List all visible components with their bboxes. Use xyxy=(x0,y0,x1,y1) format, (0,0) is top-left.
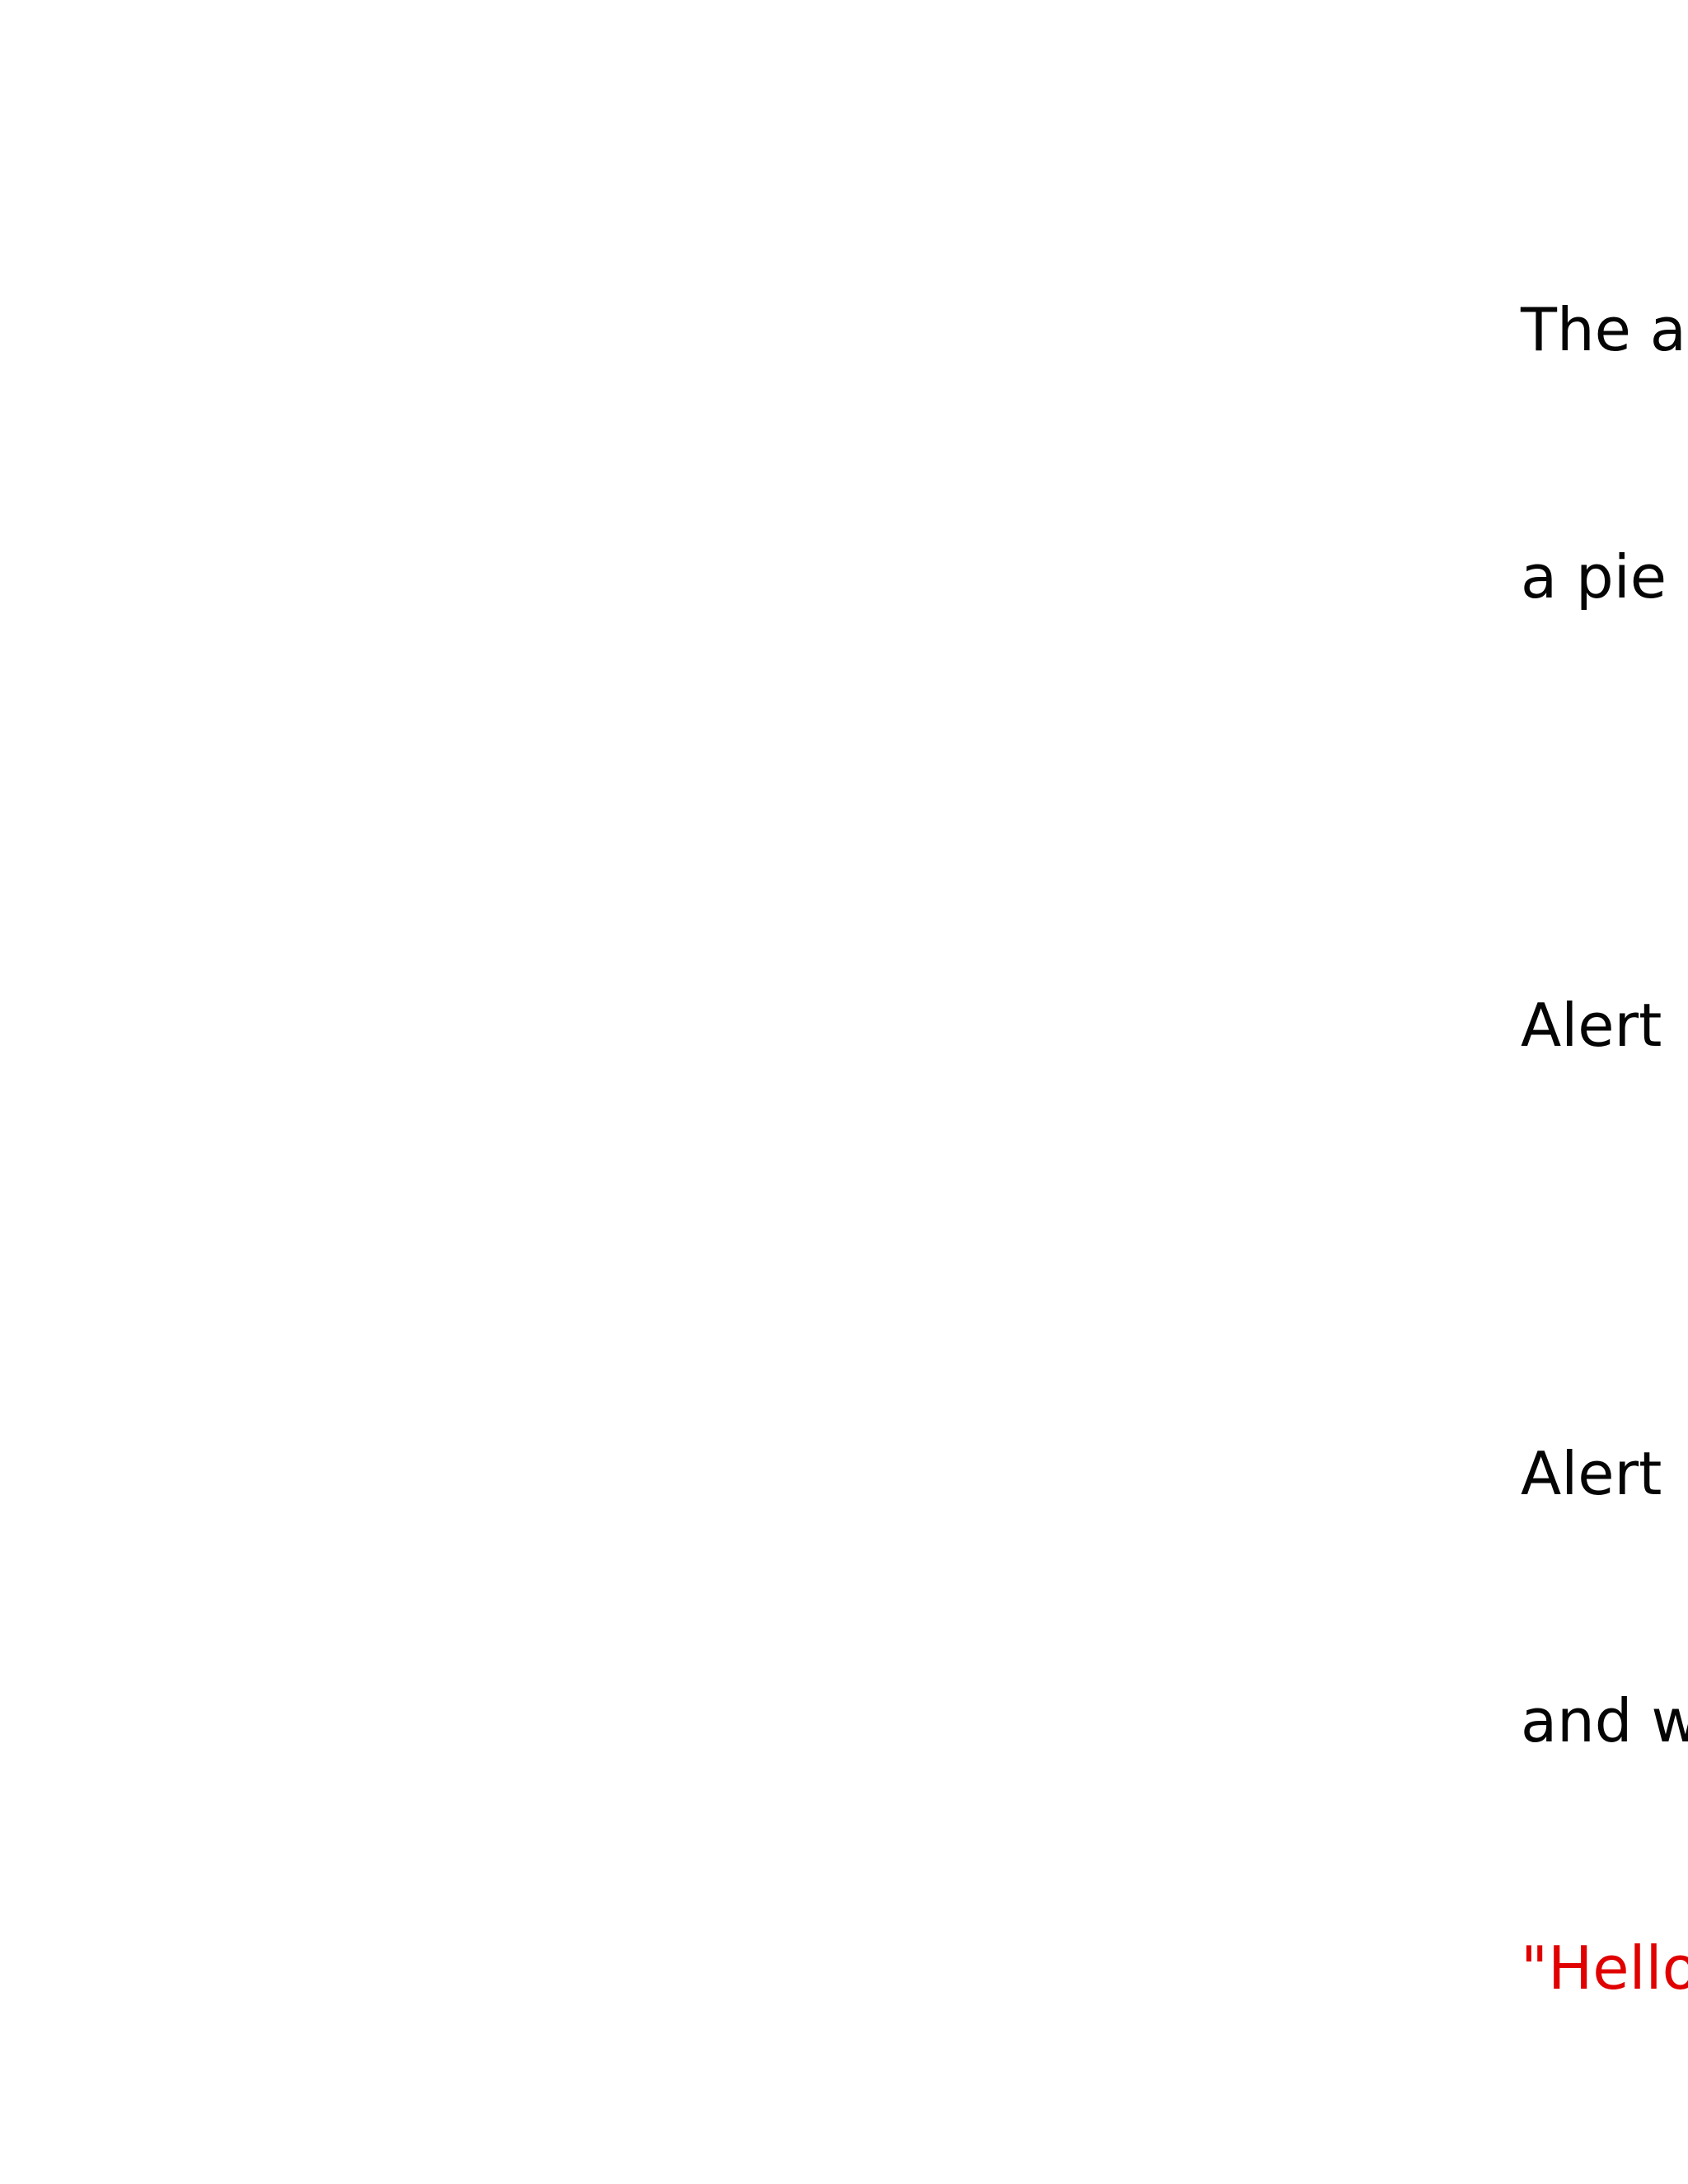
paragraph-alert-body-line-3-string: "Hello xyxy=(1521,1933,1688,2003)
paragraph-alert-heading: Alert xyxy=(1521,819,1688,1231)
paragraph-intro-line-2: a pie xyxy=(1521,542,1667,612)
paragraph-alert-heading-line-1: Alert xyxy=(1521,991,1662,1060)
paragraph-intro-line-1: The a xyxy=(1521,295,1686,364)
paragraph-alert-body: Alert and w "Hello put th xyxy=(1521,1268,1688,2184)
text-column: The a a pie Alert Alert and w "Hello put… xyxy=(1521,0,1688,2184)
paragraph-alert-body-line-4: put th xyxy=(1521,2174,1688,2184)
paragraph-alert-body-line-1: Alert xyxy=(1521,1439,1662,1508)
paragraph-intro: The a a pie xyxy=(1521,124,1688,783)
paragraph-alert-body-line-2: and w xyxy=(1521,1686,1688,1755)
